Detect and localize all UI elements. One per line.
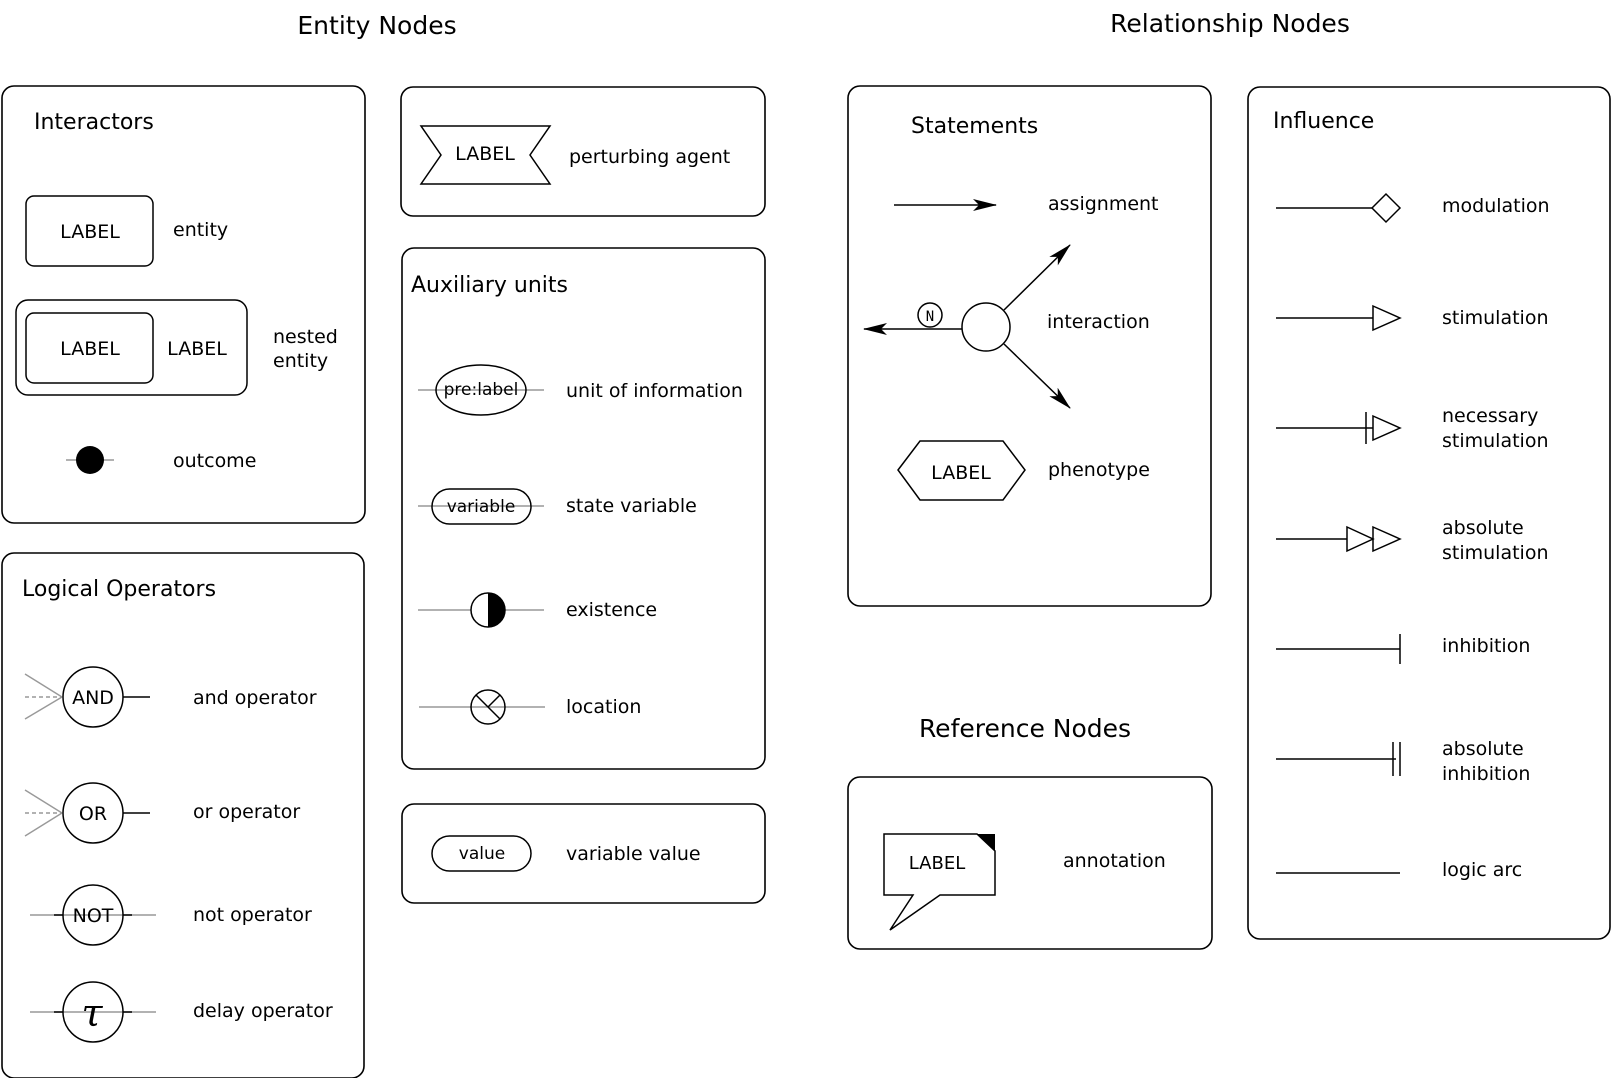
outcome-label: outcome [173, 450, 256, 472]
annotation-glyph-label: LABEL [909, 853, 966, 874]
unit-of-information-label: unit of information [566, 380, 743, 402]
state-variable-glyph-label: variable [447, 497, 516, 517]
relationship-nodes-heading: Relationship Nodes [1110, 9, 1350, 38]
nested-entity-label-line2: entity [273, 350, 328, 372]
assignment-label: assignment [1048, 193, 1159, 215]
influence-panel: Influence modulation stimulation necessa… [1247, 86, 1611, 940]
necessary-stimulation-arc [1276, 412, 1402, 444]
delay-operator-glyph: τ [30, 981, 156, 1043]
existence-label: existence [566, 599, 657, 621]
not-operator-glyph: NOT [30, 884, 156, 946]
or-operator-label: or operator [193, 801, 300, 823]
perturbing-agent-glyph-label: LABEL [455, 143, 515, 165]
cardinality-badge-label: N [926, 309, 934, 325]
variable-value-glyph-label: value [459, 844, 505, 864]
nested-entity-glyph: LABEL LABEL [15, 299, 248, 396]
and-operator-label: and operator [193, 687, 317, 709]
necessary-stimulation-label-line1: necessary [1442, 405, 1538, 427]
perturbing-agent-panel: LABEL perturbing agent [400, 86, 766, 217]
entity-label: entity [173, 219, 228, 241]
reference-nodes-heading: Reference Nodes [919, 714, 1131, 743]
phenotype-glyph-label: LABEL [931, 462, 991, 484]
absolute-inhibition-arc [1276, 742, 1401, 776]
entity-glyph: LABEL [25, 195, 154, 267]
interactors-panel: Interactors LABEL entity LABEL LABEL nes… [1, 85, 366, 524]
annotation-glyph: LABEL [883, 833, 996, 931]
nested-inner-label: LABEL [60, 338, 120, 360]
unit-of-information-glyph: pre:label [418, 364, 544, 416]
annotation-label: annotation [1063, 850, 1166, 872]
statements-panel: Statements assignment N interaction LABE… [847, 85, 1212, 607]
location-glyph [419, 689, 545, 725]
absolute-stimulation-label-line1: absolute [1442, 517, 1524, 539]
and-operator-glyph-label: AND [72, 687, 114, 709]
not-operator-glyph-label: NOT [73, 905, 114, 927]
stimulation-label: stimulation [1442, 307, 1549, 329]
not-operator-label: not operator [193, 904, 312, 926]
nested-entity-label-line1: nested [273, 326, 338, 348]
perturbing-agent-label: perturbing agent [569, 146, 730, 168]
variable-value-label: variable value [566, 843, 701, 865]
state-variable-glyph: variable [418, 488, 544, 525]
stimulation-arc [1276, 304, 1402, 332]
phenotype-label: phenotype [1048, 459, 1150, 481]
existence-glyph [418, 592, 544, 628]
logic-arc-label: logic arc [1442, 859, 1522, 881]
inhibition-label: inhibition [1442, 635, 1530, 657]
or-operator-glyph: OR [24, 782, 150, 844]
absolute-inhibition-label-line2: inhibition [1442, 763, 1530, 785]
state-variable-label: state variable [566, 495, 697, 517]
entity-glyph-label: LABEL [60, 221, 120, 243]
location-label: location [566, 696, 641, 718]
cardinality-badge [917, 302, 943, 328]
interaction-label: interaction [1047, 311, 1150, 333]
variable-value-glyph: value [431, 835, 532, 872]
unit-of-information-glyph-label: pre:label [444, 380, 519, 400]
reference-nodes-panel: LABEL annotation [847, 776, 1213, 950]
inhibition-arc [1276, 634, 1401, 664]
auxiliary-units-title: Auxiliary units [411, 273, 568, 298]
or-operator-glyph-label: OR [79, 803, 107, 825]
modulation-arc [1276, 192, 1402, 224]
delay-operator-glyph-label: τ [81, 991, 103, 1035]
influence-title: Influence [1273, 109, 1374, 134]
interaction-glyph: N [863, 244, 1071, 409]
outcome-glyph [66, 446, 114, 474]
necessary-stimulation-label-line2: stimulation [1442, 430, 1549, 452]
absolute-stimulation-label-line2: stimulation [1442, 542, 1549, 564]
interactors-title: Interactors [34, 110, 154, 135]
variable-value-panel: value variable value [401, 803, 766, 904]
delay-operator-label: delay operator [193, 1000, 333, 1022]
auxiliary-units-panel: Auxiliary units pre:label unit of inform… [401, 247, 766, 770]
statements-title: Statements [911, 114, 1038, 139]
phenotype-glyph: LABEL [897, 440, 1026, 501]
and-operator-glyph: AND [24, 666, 150, 728]
nested-outer-label: LABEL [167, 338, 227, 360]
absolute-stimulation-arc [1276, 525, 1402, 553]
perturbing-agent-glyph: LABEL [419, 125, 552, 185]
entity-nodes-heading: Entity Nodes [297, 11, 456, 40]
logical-operators-panel: Logical Operators AND and operator OR or… [1, 552, 365, 1078]
modulation-label: modulation [1442, 195, 1550, 217]
logical-operators-title: Logical Operators [22, 577, 216, 602]
absolute-inhibition-label-line1: absolute [1442, 738, 1524, 760]
